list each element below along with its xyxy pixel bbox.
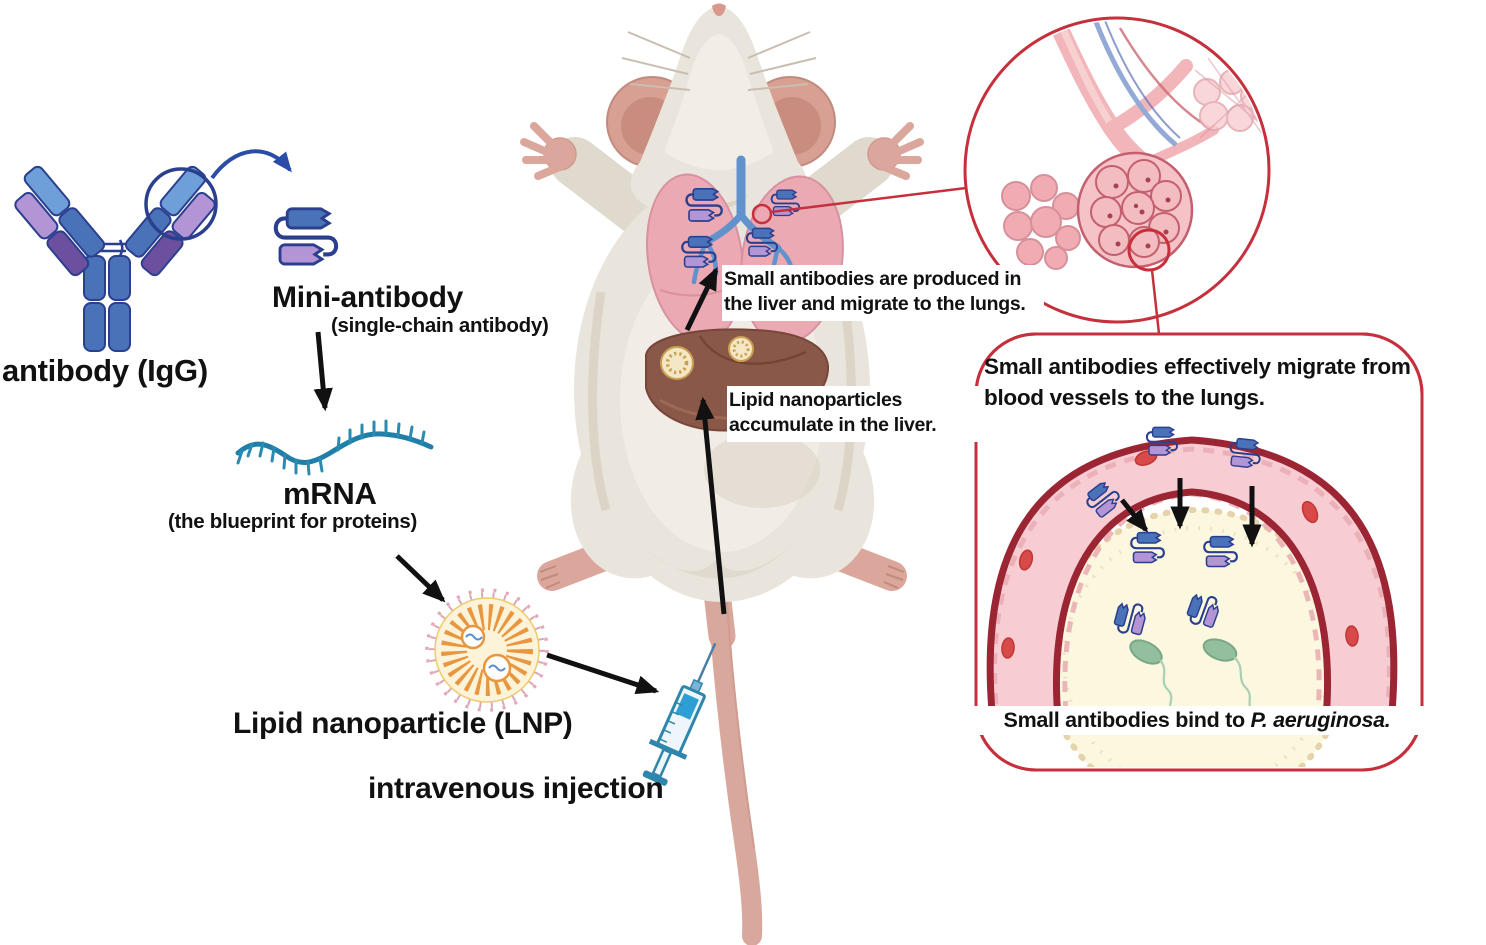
lnp-accumulation-note: Lipid nanoparticles accumulate in the li…	[727, 386, 983, 442]
panel-caption-text: Small antibodies bind to	[1003, 708, 1251, 732]
lung-detail-panel	[974, 332, 1424, 772]
alveolus-magnifier-dot	[1127, 228, 1171, 272]
alveoli-cluster-left	[1001, 174, 1081, 270]
iv-injection-label: intravenous injection	[368, 772, 664, 805]
mouse-hand-left	[520, 122, 577, 180]
mrna-subtitle: (the blueprint for proteins)	[168, 510, 417, 533]
mouse-hand-right	[867, 122, 924, 180]
liver-production-note: Small antibodies are produced in the liv…	[722, 265, 1044, 321]
arrow-mrna-to-lnp	[395, 554, 446, 603]
igg-left-arm	[14, 165, 106, 277]
mini-antibody-label: Mini-antibody	[272, 281, 464, 314]
alveoli-cluster-main	[1076, 151, 1194, 269]
fv-region-highlight-circle	[144, 167, 218, 241]
mouse-abdomen-shading	[704, 432, 820, 508]
extraction-arrow-icon	[210, 149, 292, 180]
panel-heading: Small antibodies effectively migrate fro…	[984, 354, 1411, 411]
arrow-tail-to-liver	[695, 396, 727, 615]
mrna-label: mRNA	[283, 476, 377, 511]
species-name: P. aeruginosa.	[1250, 708, 1391, 732]
lipid-nanoparticle-icon	[425, 588, 549, 712]
mouse-arm-left	[550, 137, 673, 243]
mouse-toes	[539, 565, 905, 589]
antibody-igg-label: antibody (IgG)	[2, 353, 208, 388]
arrow-lnp-to-syringe	[546, 652, 660, 695]
bacterium-icon	[1202, 638, 1253, 713]
blood-vessel-icon	[986, 436, 1398, 719]
mouse-tail	[700, 542, 763, 945]
arrow-liver-to-lungs	[684, 266, 719, 332]
migration-arrows	[1120, 478, 1262, 548]
mouse-whiskers	[621, 31, 817, 91]
mini-antibody-icon	[276, 209, 336, 264]
lung-magnifier-dot	[751, 203, 773, 225]
lnp-in-liver-icon	[660, 336, 754, 380]
alveoli-magnified-circle	[963, 16, 1271, 324]
panel-caption: Small antibodies bind to P. aeruginosa.	[960, 706, 1434, 735]
mouse-muzzle-highlight	[664, 34, 774, 170]
magnifier-line-panel	[1150, 269, 1161, 335]
magnifier-line-lung	[770, 186, 967, 214]
arrow-miniab-to-mrna	[313, 331, 333, 412]
flow-arrows	[313, 266, 727, 695]
lnp-label: Lipid nanoparticle (LNP)	[233, 707, 573, 740]
igg-right-arm	[124, 165, 216, 277]
igg-antibody-icon	[14, 149, 292, 352]
mini-antibody-subtitle: (single-chain antibody)	[331, 314, 549, 337]
syringe-icon	[642, 642, 717, 786]
mrna-icon	[235, 419, 434, 476]
mouse-nose	[712, 3, 726, 16]
red-blood-cell-icon	[1001, 450, 1359, 659]
